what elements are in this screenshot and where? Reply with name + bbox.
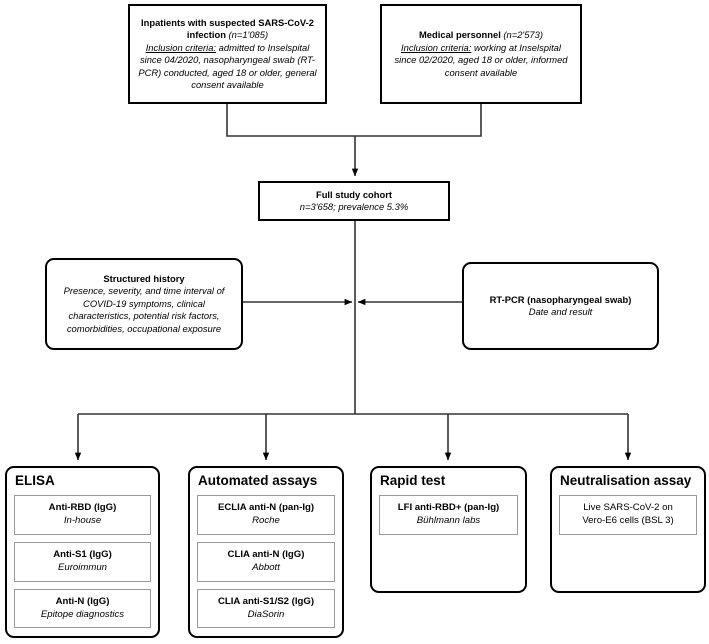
- personnel-criteria-text: working at Inselspital since 02/2020, ag…: [394, 41, 568, 78]
- assay-item: CLIA anti-N (IgG) Abbott: [197, 541, 335, 582]
- inpatients-criteria-label: Inclusion criteria:: [145, 41, 217, 53]
- cohort-detail: n=3'658; prevalence 5.3%: [299, 201, 409, 212]
- assay-vendor: Euroimmun: [57, 561, 108, 573]
- assay-vendor: DiaSorin: [247, 608, 285, 620]
- history-title: Structured history: [103, 272, 185, 284]
- rtpcr-detail: Date and result: [528, 306, 593, 317]
- assay-name: Anti-RBD (IgG): [48, 501, 117, 513]
- assay-item: LFI anti-RBD+ (pan-Ig) Bühlmann labs: [379, 494, 518, 535]
- inpatients-n: (n=1'085): [228, 29, 269, 40]
- assay-name: Live SARS-CoV-2 on: [583, 501, 673, 513]
- inpatients-title: Inpatients with suspected SARS-CoV-2 inf…: [141, 16, 314, 41]
- history-detail: Presence, severity, and time interval of…: [63, 285, 225, 334]
- inpatients-heading: Inpatients with suspected SARS-CoV-2 inf…: [137, 17, 318, 42]
- assay-vendor: Abbott: [252, 561, 280, 573]
- personnel-title: Medical personnel: [419, 29, 501, 40]
- personnel-heading: Medical personnel (n=2'573): [389, 29, 573, 42]
- assay-vendor: Vero-E6 cells (BSL 3): [582, 514, 674, 526]
- group-neutralisation-title: Neutralisation assay: [560, 473, 692, 488]
- node-medical-personnel: Medical personnel (n=2'573) Inclusion cr…: [380, 4, 582, 104]
- assay-name: Anti-S1 (IgG): [53, 548, 112, 560]
- assay-name: CLIA anti-S1/S2 (IgG): [217, 595, 315, 607]
- assay-item: Live SARS-CoV-2 on Vero-E6 cells (BSL 3): [559, 494, 697, 535]
- node-inpatients: Inpatients with suspected SARS-CoV-2 inf…: [128, 4, 327, 104]
- assay-vendor: Bühlmann labs: [416, 514, 481, 526]
- node-structured-history: Structured history Presence, severity, a…: [45, 258, 243, 350]
- rtpcr-title: RT-PCR (nasopharyngeal swab): [489, 293, 632, 305]
- group-neutralisation-assay: Neutralisation assay Live SARS-CoV-2 on …: [550, 466, 706, 593]
- group-elisa: ELISA Anti-RBD (IgG) In-house Anti-S1 (I…: [5, 466, 160, 638]
- personnel-criteria-label: Inclusion criteria:: [401, 41, 472, 53]
- assay-vendor: Roche: [252, 514, 280, 526]
- group-elisa-title: ELISA: [15, 473, 55, 488]
- personnel-n: (n=2'573): [503, 29, 543, 40]
- group-automated-title: Automated assays: [198, 473, 318, 488]
- assay-item: ECLIA anti-N (pan-Ig) Roche: [197, 494, 335, 535]
- assay-item: Anti-S1 (IgG) Euroimmun: [14, 541, 151, 582]
- group-automated-assays: Automated assays ECLIA anti-N (pan-Ig) R…: [188, 466, 344, 638]
- inpatients-criteria: Inclusion criteria: admitted to Inselspi…: [137, 42, 318, 92]
- cohort-title: Full study cohort: [315, 188, 393, 200]
- assay-name: CLIA anti-N (IgG): [227, 548, 305, 560]
- group-rapid-test: Rapid test LFI anti-RBD+ (pan-Ig) Bühlma…: [370, 466, 527, 593]
- assay-name: ECLIA anti-N (pan-Ig): [217, 501, 315, 513]
- assay-vendor: Epitope diagnostics: [40, 608, 125, 620]
- assay-name: LFI anti-RBD+ (pan-Ig): [397, 501, 500, 513]
- assay-item: Anti-N (IgG) Epitope diagnostics: [14, 588, 151, 629]
- group-rapid-title: Rapid test: [380, 473, 446, 488]
- node-rt-pcr: RT-PCR (nasopharyngeal swab) Date and re…: [462, 262, 659, 350]
- assay-item: Anti-RBD (IgG) In-house: [14, 494, 151, 535]
- assay-name: Anti-N (IgG): [55, 595, 110, 607]
- inpatients-criteria-text: admitted to Inselspital since 04/2020, n…: [138, 41, 317, 91]
- assay-vendor: In-house: [63, 514, 102, 526]
- node-full-study-cohort: Full study cohort n=3'658; prevalence 5.…: [258, 181, 450, 221]
- assay-item: CLIA anti-S1/S2 (IgG) DiaSorin: [197, 588, 335, 629]
- personnel-criteria: Inclusion criteria: working at Inselspit…: [389, 42, 573, 80]
